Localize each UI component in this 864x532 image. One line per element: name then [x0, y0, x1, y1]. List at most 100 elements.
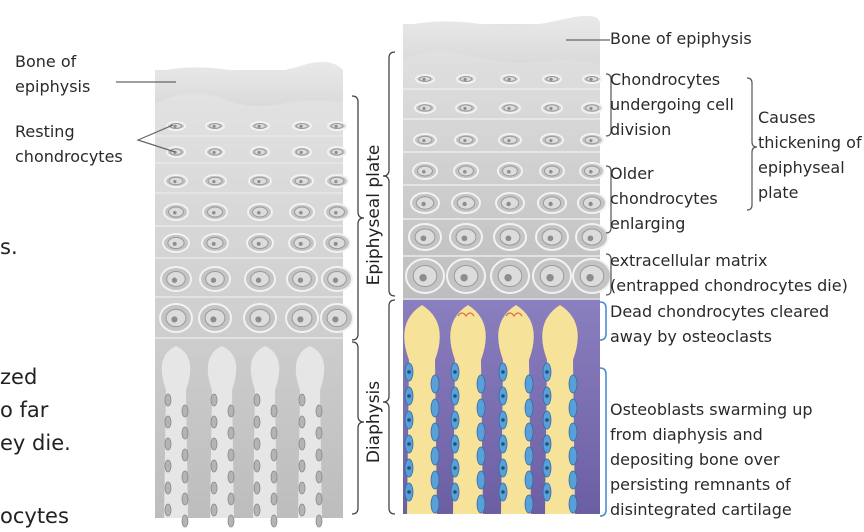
osteoblast-cell: [569, 375, 577, 393]
osteoblast-nucleus: [545, 394, 549, 398]
right-chondrocyte-nucleus: [507, 107, 510, 110]
osteoblast-nucleus: [407, 370, 411, 374]
bracket-right-diaphysis: [383, 300, 395, 514]
osteoblast-cell: [569, 399, 577, 417]
osteoblast-cell: [525, 471, 533, 489]
left-chondrocyte-nucleus: [334, 180, 337, 183]
left-osteoblast: [165, 416, 171, 428]
left-osteoblast: [254, 504, 260, 516]
left-osteoblast: [299, 416, 305, 428]
osteoblast-cell: [431, 423, 439, 441]
left-osteoblast: [228, 427, 234, 439]
left-chondrocyte-nucleus: [300, 151, 303, 154]
bracket-left-diaphysis: [352, 342, 364, 514]
right-chondrocyte-nucleus: [546, 274, 553, 281]
left-osteoblast: [182, 493, 188, 505]
osteoblast-nucleus: [501, 442, 505, 446]
label-resting-chondrocytes: Resting chondrocytes: [15, 119, 123, 169]
left-osteoblast: [211, 504, 217, 516]
osteoblast-nucleus: [407, 418, 411, 422]
label-bone-of-epiphysis-right: Bone of epiphysis: [610, 26, 752, 51]
osteoblast-cell: [569, 471, 577, 489]
left-osteoblast: [254, 482, 260, 494]
osteoblast-cell: [525, 375, 533, 393]
left-osteoblast: [211, 438, 217, 450]
left-chondrocyte-nucleus: [334, 211, 338, 215]
osteoblast-cell: [431, 399, 439, 417]
left-osteoblast: [228, 515, 234, 527]
left-chondrocyte-nucleus: [300, 125, 303, 128]
osteoblast-cell: [431, 471, 439, 489]
right-chondrocyte-nucleus: [463, 107, 466, 110]
bracket-thickening: [747, 78, 757, 210]
left-chondrocyte-nucleus: [299, 180, 302, 183]
right-chondrocyte-nucleus: [421, 235, 427, 241]
osteoblast-nucleus: [453, 442, 457, 446]
right-chondrocyte-nucleus: [460, 274, 467, 281]
left-osteoblast: [299, 504, 305, 516]
osteoblast-nucleus: [501, 394, 505, 398]
osteoblast-nucleus: [453, 490, 457, 494]
bracket-right-epiphyseal: [383, 52, 395, 296]
label-causes-thickening: Causes thickening of epiphyseal plate: [758, 105, 862, 205]
left-osteoblast: [271, 493, 277, 505]
left-chondrocyte-nucleus: [256, 278, 261, 283]
left-osteoblast: [182, 405, 188, 417]
left-osteoblast: [165, 394, 171, 406]
osteoblast-cell: [525, 399, 533, 417]
osteoblast-cell: [569, 423, 577, 441]
left-osteoblast: [228, 493, 234, 505]
osteoblast-nucleus: [545, 490, 549, 494]
left-chondrocyte-nucleus: [172, 278, 177, 283]
osteoblast-cell: [477, 375, 485, 393]
osteoblast-nucleus: [545, 418, 549, 422]
label-diaphysis: Diaphysis: [364, 372, 384, 472]
osteoblast-nucleus: [501, 466, 505, 470]
osteoblast-cell: [525, 423, 533, 441]
left-chondrocyte-nucleus: [173, 242, 177, 246]
osteoblast-cell: [525, 495, 533, 513]
right-chondrocyte-nucleus: [548, 235, 554, 241]
left-chondrocyte-nucleus: [213, 125, 216, 128]
osteoblast-nucleus: [501, 490, 505, 494]
osteoblast-cell: [569, 495, 577, 513]
osteoblast-nucleus: [501, 370, 505, 374]
left-chondrocyte-nucleus: [297, 316, 303, 322]
osteoblast-cell: [477, 471, 485, 489]
left-osteoblast: [254, 438, 260, 450]
left-osteoblast: [316, 427, 322, 439]
osteoblast-nucleus: [545, 442, 549, 446]
left-osteoblast: [254, 460, 260, 472]
left-chondrocyte-nucleus: [332, 316, 338, 322]
right-chondrocyte-nucleus: [421, 202, 425, 206]
right-chondrocyte-nucleus: [462, 235, 468, 241]
left-osteoblast: [271, 449, 277, 461]
right-chondrocyte-nucleus: [589, 170, 593, 174]
right-chondrocyte-nucleus: [419, 274, 426, 281]
label-older-chondrocytes: Older chondrocytes enlarging: [610, 161, 718, 236]
left-osteoblast: [211, 482, 217, 494]
right-chondrocyte-nucleus: [548, 202, 552, 206]
label-chondrocytes-dividing: Chondrocytes undergoing cell division: [610, 67, 734, 142]
right-chondrocyte-nucleus: [462, 202, 466, 206]
left-osteoblast: [211, 394, 217, 406]
left-osteoblast: [271, 405, 277, 417]
osteoblast-cell: [477, 495, 485, 513]
label-extracellular-matrix: extracellular matrix (entrapped chondroc…: [610, 248, 848, 298]
fragment-text-2: zed: [0, 361, 37, 393]
osteoblast-nucleus: [407, 466, 411, 470]
left-osteoblast: [299, 482, 305, 494]
right-chondrocyte-nucleus: [506, 202, 510, 206]
left-osteoblast: [182, 471, 188, 483]
left-chondrocyte-nucleus: [258, 125, 261, 128]
left-osteoblast: [211, 416, 217, 428]
right-chondrocyte-nucleus: [589, 107, 592, 110]
osteoblast-nucleus: [453, 394, 457, 398]
left-osteoblast: [316, 449, 322, 461]
left-chondrocyte-nucleus: [299, 242, 303, 246]
osteoblast-nucleus: [545, 370, 549, 374]
left-chondrocyte-nucleus: [213, 151, 216, 154]
right-chondrocyte-nucleus: [422, 107, 425, 110]
left-chondrocyte-nucleus: [299, 211, 303, 215]
left-chondrocyte-nucleus: [211, 278, 216, 283]
